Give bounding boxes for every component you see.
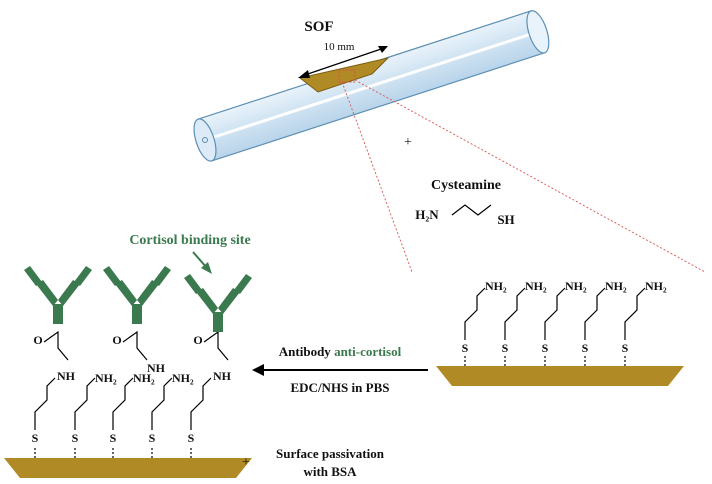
fiber-title: SOF — [304, 19, 333, 35]
gold-substrate-left — [4, 458, 252, 478]
antibody: O — [184, 274, 252, 361]
binding-site-label: Cortisol binding site — [129, 233, 250, 248]
linker-chain: S NH — [32, 369, 76, 458]
amide-nitrogen: NH — [213, 369, 232, 383]
amine-group: NH₂ — [172, 371, 194, 385]
sulfur-atom: S — [542, 341, 549, 355]
sulfur-atom: S — [32, 431, 39, 445]
passivation-line1: Surface passivation — [276, 446, 385, 461]
binding-site-arrow — [192, 251, 212, 274]
amine-group: NH₂ — [133, 371, 155, 385]
amine-group: NH₂ — [605, 279, 627, 293]
antibody: O — [24, 266, 92, 361]
reaction-line2: EDC/NHS in PBS — [291, 380, 390, 395]
passivation-line2: with BSA — [303, 464, 357, 479]
amine-group: NH₂ — [95, 371, 117, 385]
amide-nitrogen: NH — [57, 369, 76, 383]
sulfur-atom: S — [110, 431, 117, 445]
sulfur-atom: S — [188, 431, 195, 445]
reaction-arrow — [252, 364, 428, 376]
amine-group: NH₂ — [525, 279, 547, 293]
carbonyl-oxygen: O — [193, 333, 202, 347]
sulfur-atom: S — [72, 431, 79, 445]
reagent-name: Cysteamine — [431, 178, 501, 193]
gold-coated-window — [298, 57, 390, 93]
sulfur-atom: S — [502, 341, 509, 355]
cysteamine-chain: S NH₂ — [462, 279, 507, 366]
gold-substrate-right — [436, 366, 684, 386]
linker-chain: S NH₂ — [149, 371, 194, 458]
length-arrow — [298, 46, 388, 78]
zoom-region-marker — [338, 69, 356, 83]
amide-nitrogen: NH — [147, 361, 166, 375]
sulfur-atom: S — [462, 341, 469, 355]
sulfur-atom: S — [622, 341, 629, 355]
amine-group: NH₂ — [565, 279, 587, 293]
cysteamine-chain: S NH₂ — [622, 279, 667, 366]
cysteamine-chain: S NH₂ — [582, 279, 627, 366]
cysteamine-chain: S NH₂ — [542, 279, 587, 366]
sulfur-atom: S — [582, 341, 589, 355]
linker-chain: S NH — [188, 369, 232, 458]
zoom-lines — [341, 79, 706, 273]
optical-fiber — [193, 10, 550, 162]
antibody: O NH — [103, 266, 171, 375]
fiber-length-label: 10 mm — [324, 41, 355, 53]
cysteamine-monolayer: S NH₂ S NH₂ S NH₂ S NH₂ S NH₂ — [436, 279, 684, 386]
cysteamine-structure — [451, 204, 492, 216]
reaction-line1: Antibody anti-cortisol — [279, 344, 402, 359]
antibody-functionalized-surface: S NH S NH₂ S NH₂ S NH₂ S NH O O NH O — [4, 266, 252, 478]
plus-bottom: + — [242, 455, 250, 470]
reagent-amine: H₂N — [415, 207, 439, 222]
reagent-thiol: SH — [497, 212, 514, 227]
carbonyl-oxygen: O — [33, 333, 42, 347]
amine-group: NH₂ — [645, 279, 667, 293]
amine-group: NH₂ — [485, 279, 507, 293]
carbonyl-oxygen: O — [112, 333, 121, 347]
cysteamine-chain: S NH₂ — [502, 279, 547, 366]
linker-chain: S NH₂ — [72, 371, 117, 458]
linker-chain: S NH₂ — [110, 371, 155, 458]
plus-top: + — [404, 135, 412, 150]
sulfur-atom: S — [149, 431, 156, 445]
